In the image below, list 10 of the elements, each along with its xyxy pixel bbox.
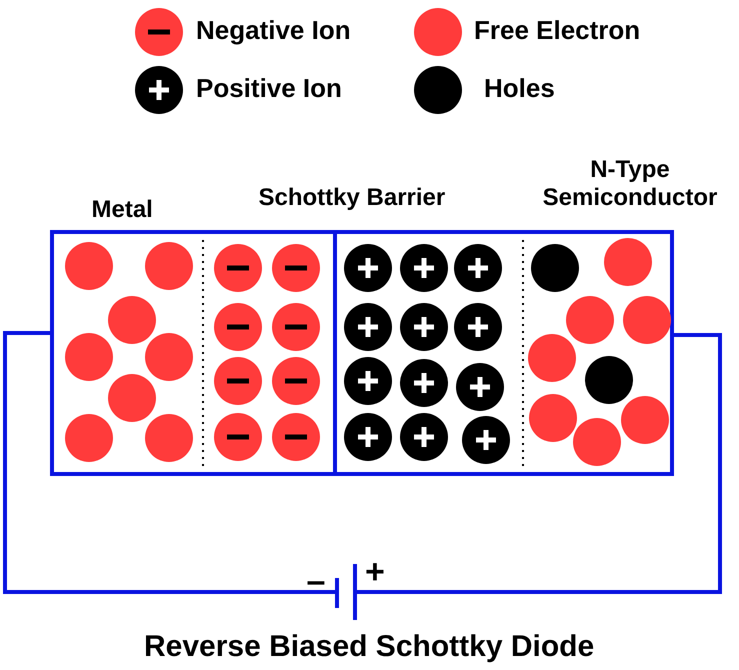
- region-label: N-Type Semiconductor: [542, 156, 718, 212]
- region-label: Schottky Barrier: [258, 184, 446, 212]
- polarity-sign: –: [306, 562, 326, 602]
- legend-label: Negative Ion: [196, 16, 351, 46]
- legend-label: Free Electron: [474, 16, 640, 46]
- legend-label: Holes: [484, 74, 555, 104]
- polarity-sign: +: [365, 553, 385, 592]
- legend-label: Positive Ion: [196, 74, 342, 104]
- region-label: Metal: [92, 196, 153, 224]
- caption: Reverse Biased Schottky Diode: [144, 630, 594, 664]
